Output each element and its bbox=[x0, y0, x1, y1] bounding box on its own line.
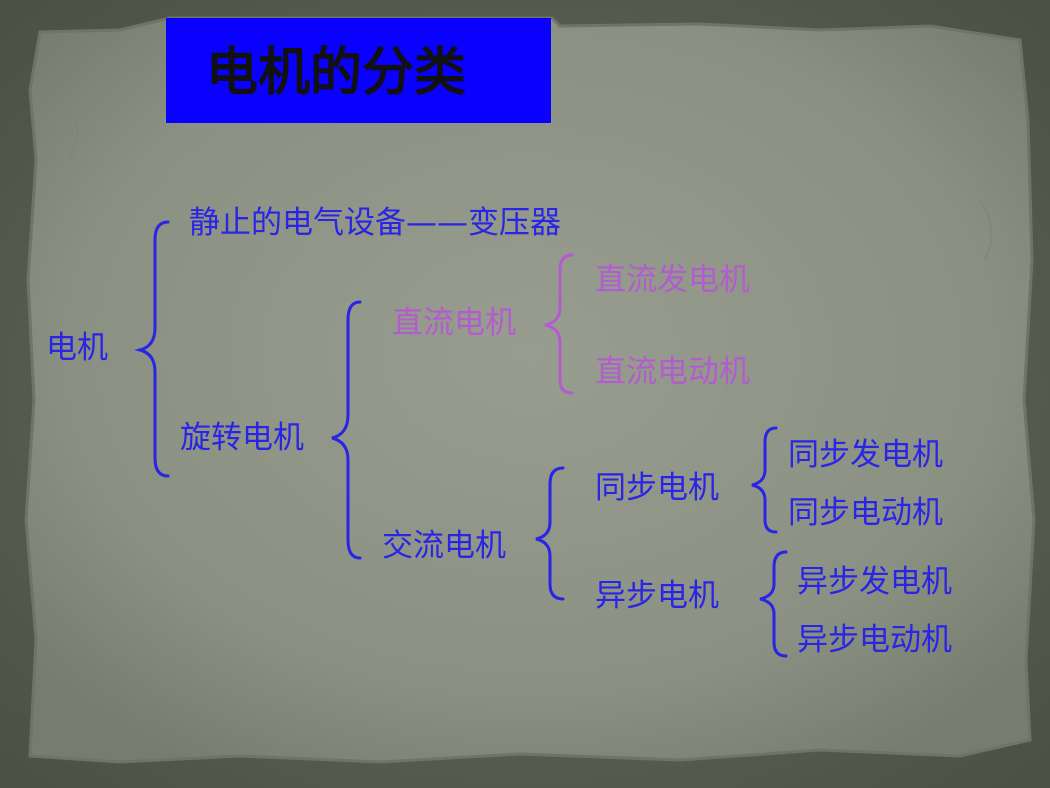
node-asynchronous-electric-motor: 异步电动机 bbox=[797, 622, 952, 658]
node-dc-motor: 直流电机 bbox=[392, 305, 516, 341]
node-motor-root: 电机 bbox=[46, 330, 108, 366]
node-static-equipment: 静止的电气设备——变压器 bbox=[189, 205, 561, 241]
node-asynchronous-generator: 异步发电机 bbox=[797, 564, 952, 600]
node-rotating-motor: 旋转电机 bbox=[180, 420, 304, 456]
node-synchronous-generator: 同步发电机 bbox=[788, 437, 943, 473]
node-dc-motor-electric: 直流电动机 bbox=[595, 354, 750, 390]
node-synchronous-motor: 同步电机 bbox=[595, 470, 719, 506]
node-synchronous-electric-motor: 同步电动机 bbox=[788, 495, 943, 531]
node-asynchronous-motor: 异步电机 bbox=[595, 578, 719, 614]
page-title: 电机的分类 bbox=[206, 43, 467, 103]
node-ac-motor: 交流电机 bbox=[382, 528, 506, 564]
title-banner: 电机的分类 bbox=[166, 18, 551, 123]
node-dc-generator: 直流发电机 bbox=[595, 262, 750, 298]
